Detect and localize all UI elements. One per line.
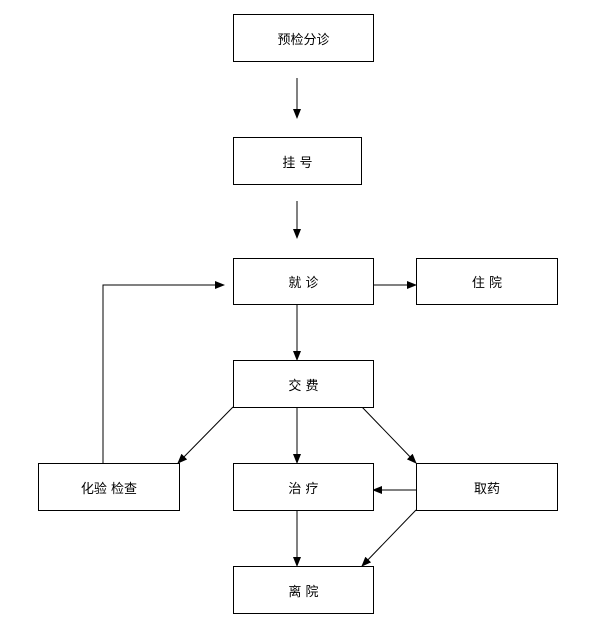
node-consult: 就 诊 <box>233 258 374 305</box>
node-payment: 交 费 <box>233 360 374 408</box>
node-pharmacy: 取药 <box>416 463 558 511</box>
node-register: 挂 号 <box>233 137 362 185</box>
node-discharge: 离 院 <box>233 566 374 614</box>
edge-payment-to-lab <box>177 406 234 464</box>
node-treatment: 治 疗 <box>233 463 374 511</box>
edge-lab-to-consult <box>102 281 225 463</box>
edge-pharmacy-to-discharge <box>361 509 417 567</box>
node-lab-exam: 化验 检查 <box>38 463 180 511</box>
node-triage: 预检分诊 <box>233 14 374 62</box>
edge-payment-to-pharmacy <box>361 406 417 464</box>
node-hospitalize: 住 院 <box>416 258 558 305</box>
